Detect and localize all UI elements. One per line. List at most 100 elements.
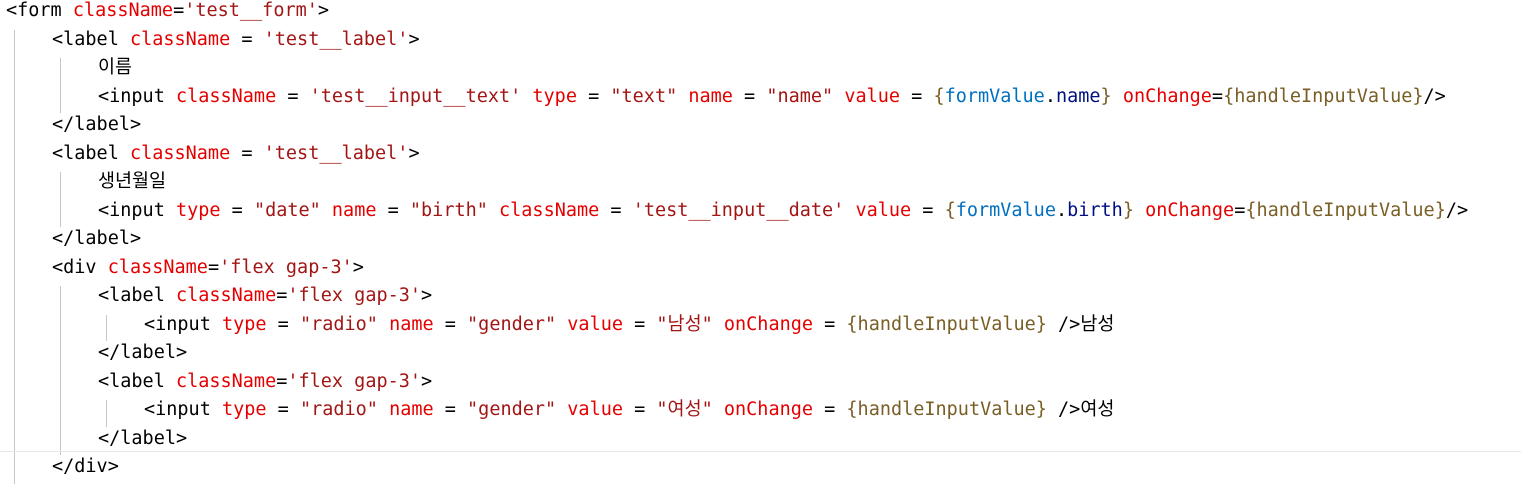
code-token: "radio" [299,399,378,420]
code-token: onChange [723,313,813,335]
code-token: 생년월일 [98,171,167,192]
code-token: type [175,199,221,221]
code-token: > [421,285,433,306]
code-token: className [175,285,277,306]
code-token: > [408,142,420,164]
code-line[interactable]: <form className='test__form'> [6,0,329,26]
code-token [713,399,724,420]
code-line[interactable]: <div className='flex gap-3'> [52,254,364,283]
code-token: = [230,142,264,164]
code-line[interactable]: <input type = "radio" name = "gender" va… [144,311,1114,340]
code-token: <label [52,142,130,164]
code-token: "gender" [467,399,557,420]
code-line[interactable]: </label> [52,111,141,140]
code-token: 여성 [1080,399,1115,420]
code-line[interactable]: <input type = "date" name = "birth" clas… [98,197,1468,226]
code-token: "여성" [656,399,713,420]
code-token: </label> [98,427,188,449]
code-token [713,314,724,335]
code-line[interactable]: </div> [52,453,119,482]
code-token: "name" [766,85,834,107]
code-token: className [72,0,174,21]
code-token: className [107,256,208,278]
code-token: type [221,313,267,335]
code-line[interactable]: <label className = 'test__label'> [52,26,420,55]
code-token: = [623,399,657,420]
code-token: type [532,85,577,107]
code-token: className [129,28,231,50]
code-token: <label [98,370,176,392]
code-token: = [230,28,264,50]
code-token: formValue [944,85,1045,107]
code-token [488,200,499,221]
code-line[interactable]: </label> [98,425,187,454]
code-token: = [900,85,934,107]
code-token: </label> [52,228,142,249]
code-token [844,200,855,221]
code-token [556,399,567,420]
code-token: "남성" [656,313,713,335]
code-token: <input [98,199,176,221]
code-line[interactable]: <input type = "radio" name = "gender" va… [144,396,1114,425]
code-line[interactable]: <label className = 'test__label'> [52,140,420,169]
code-token: = [266,313,300,335]
code-line[interactable]: <label className='flex gap-3'> [98,368,432,397]
code-token: > [317,0,330,21]
code-token [378,314,389,335]
code-token: = [433,399,468,420]
code-token: = [1234,199,1246,221]
code-token: value [855,199,912,221]
code-token: = [599,199,633,221]
code-token: = [220,199,254,221]
code-token: 이름 [98,57,133,78]
code-token: = [276,285,288,306]
code-token: = [376,199,410,221]
indent-guide [60,286,61,455]
code-token: {handleInputValue} [1245,199,1446,221]
code-token: = [813,399,847,420]
code-token: . [1055,199,1068,221]
code-token [521,86,532,107]
code-token [677,86,688,107]
code-token: type [221,399,267,420]
code-token: > [352,256,364,278]
code-token: { [944,199,956,221]
code-token: = [266,399,300,420]
code-token: 'test__input__date' [632,199,845,221]
code-token: <input [98,85,176,107]
code-line[interactable]: 생년월일 [98,168,166,197]
code-token: "radio" [299,313,378,335]
code-token: className [175,370,277,392]
code-token: = [276,370,288,392]
code-token: = [576,85,611,107]
code-line[interactable]: </label> [98,339,187,368]
code-token: = [207,256,220,278]
code-line[interactable]: <label className='flex gap-3'> [98,282,432,311]
code-line[interactable]: <input className = 'test__input__text' t… [98,83,1446,112]
code-token: name [688,85,733,107]
code-token: "gender" [467,313,557,335]
code-token: 'flex gap-3' [219,256,353,278]
code-token: = [1211,85,1224,107]
code-token: </div> [52,456,119,477]
code-token: <form [6,0,73,21]
code-token: 남성 [1080,313,1115,335]
editor-bottom-rule [0,451,1521,452]
code-token: value [567,313,623,335]
code-line[interactable]: 이름 [98,54,132,83]
code-token: name [331,199,377,221]
code-token: 'flex gap-3' [287,285,422,306]
code-token: <input [144,313,222,335]
code-token: <label [52,28,130,50]
code-token: className [129,142,231,164]
code-line[interactable]: </label> [52,225,141,254]
indent-guide [106,400,107,427]
code-token: <div [52,256,108,278]
code-token: 'test__label' [263,28,409,50]
code-token: birth [1067,199,1123,221]
code-token: 'test__label' [263,142,409,164]
code-token: "birth" [409,199,488,221]
code-token: } [1100,85,1112,107]
code-token: = [276,85,310,107]
